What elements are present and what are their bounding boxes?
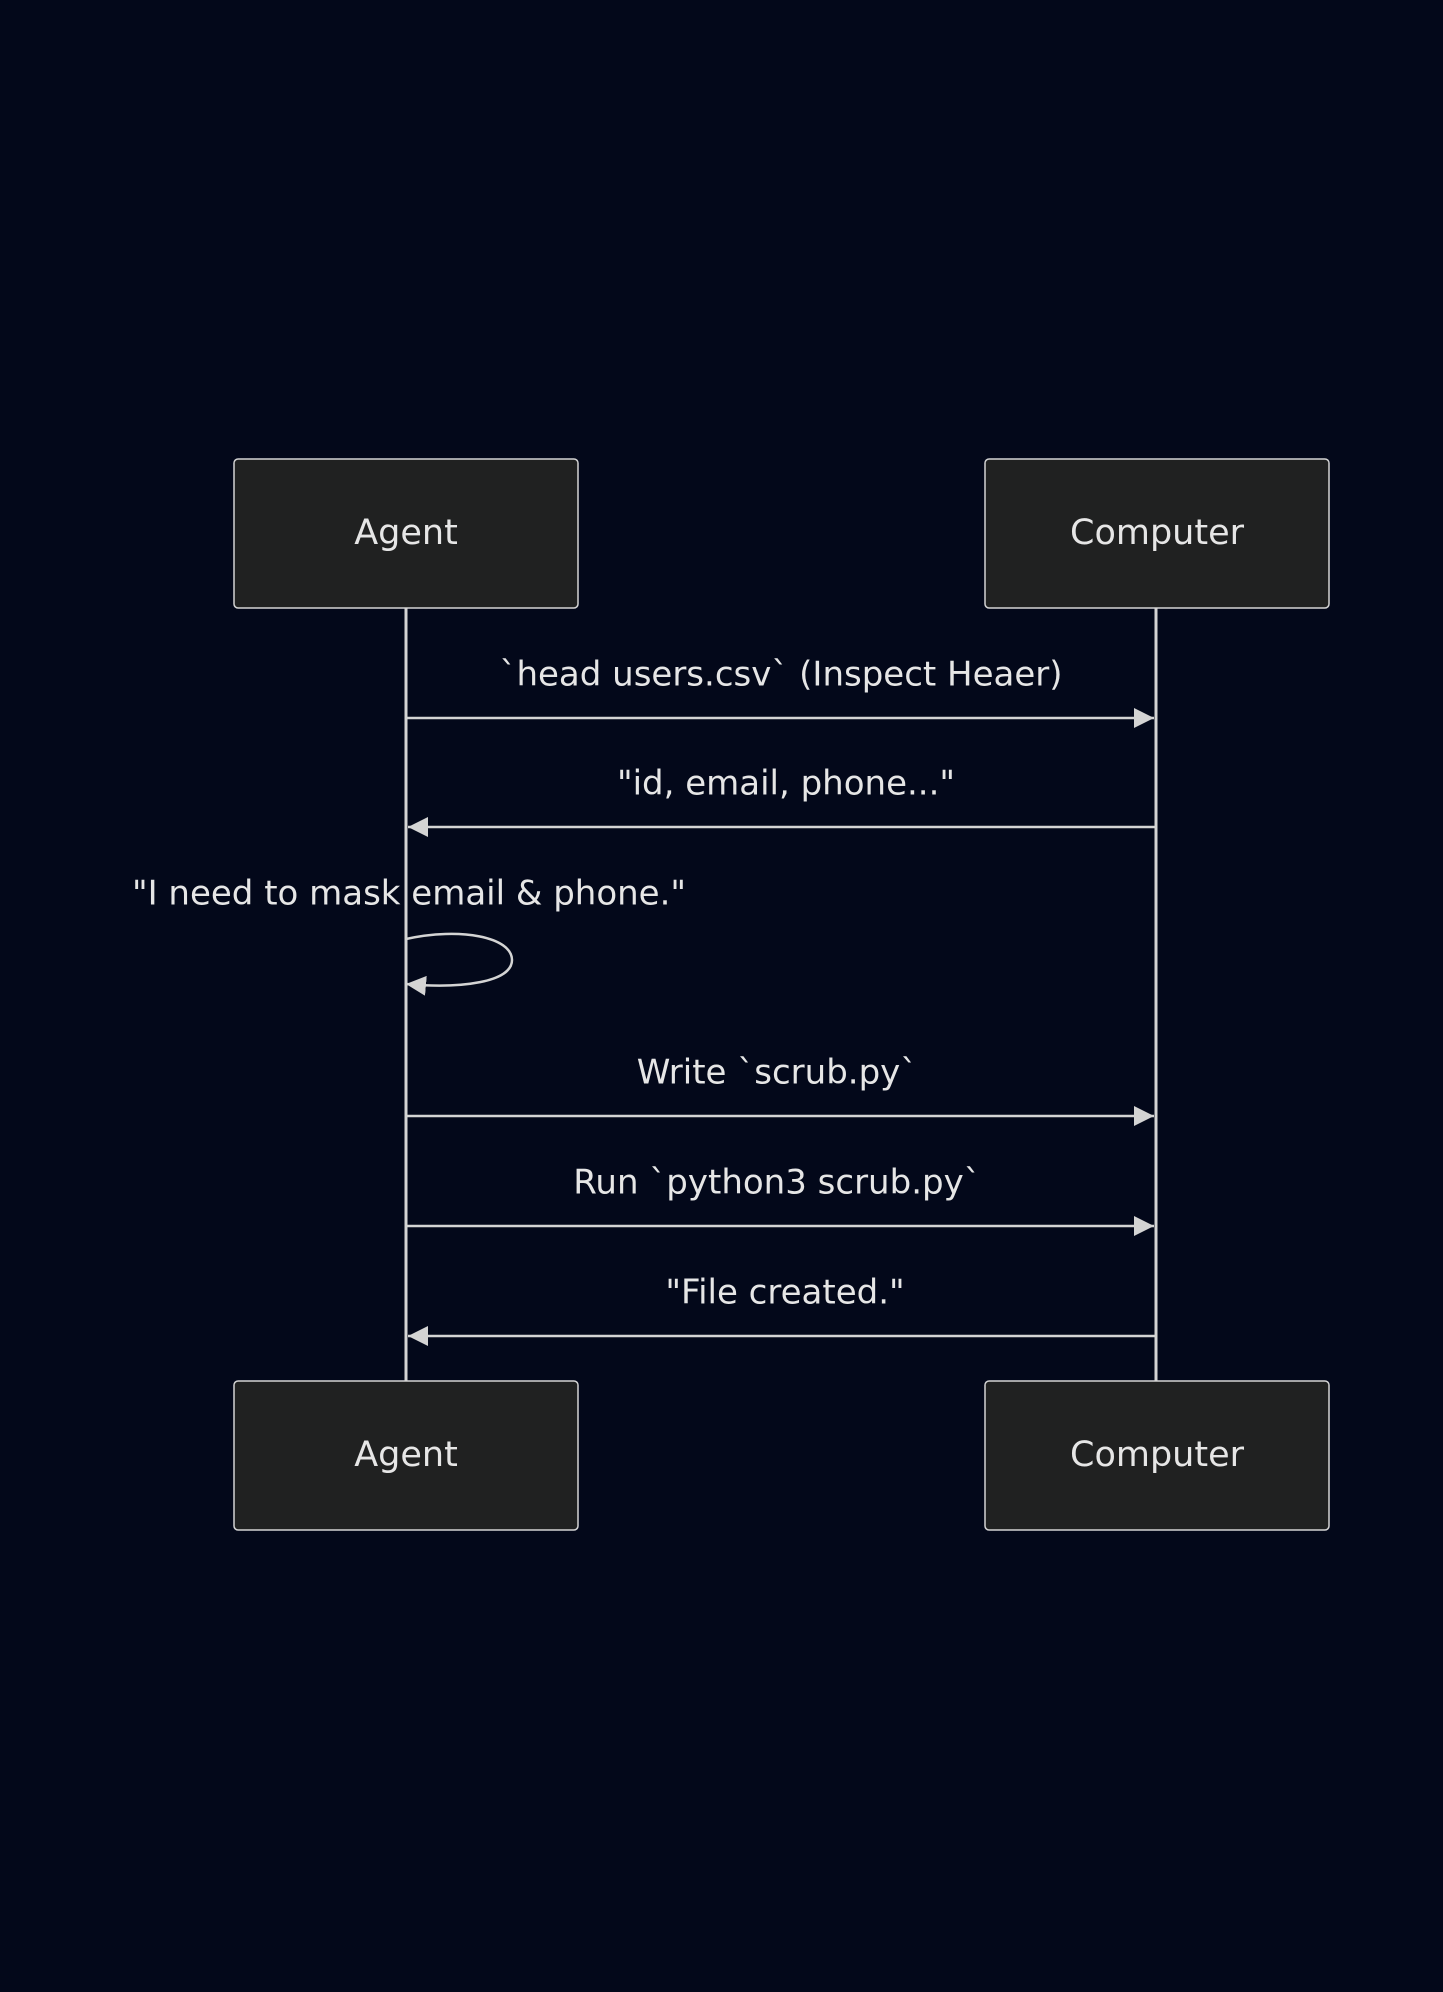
message-1: `head users.csv` (Inspect Heaer) bbox=[406, 655, 1154, 728]
actor-computer-top-label: Computer bbox=[1070, 513, 1245, 553]
message-5: Run `python3 scrub.py` bbox=[406, 1163, 1154, 1236]
message-3-label: "I need to mask email & phone." bbox=[132, 874, 686, 914]
actor-computer-top: Computer bbox=[984, 458, 1330, 609]
message-3-arrow bbox=[405, 932, 514, 996]
actor-agent-top-label: Agent bbox=[354, 513, 458, 553]
message-3-self: "I need to mask email & phone." bbox=[132, 874, 686, 996]
message-2-label: "id, email, phone..." bbox=[617, 764, 955, 804]
actor-agent-bottom-label: Agent bbox=[354, 1435, 458, 1475]
message-4-label: Write `scrub.py` bbox=[637, 1053, 918, 1093]
message-6-label: "File created." bbox=[665, 1273, 904, 1313]
actor-agent-bottom: Agent bbox=[233, 1380, 579, 1531]
actor-agent-top: Agent bbox=[233, 458, 579, 609]
actor-computer-bottom-label: Computer bbox=[1070, 1435, 1245, 1475]
message-4: Write `scrub.py` bbox=[406, 1053, 1154, 1126]
actor-computer-bottom: Computer bbox=[984, 1380, 1330, 1531]
message-5-label: Run `python3 scrub.py` bbox=[573, 1163, 980, 1203]
message-2: "id, email, phone..." bbox=[408, 764, 1156, 837]
message-1-label: `head users.csv` (Inspect Heaer) bbox=[499, 655, 1062, 695]
message-6: "File created." bbox=[408, 1273, 1156, 1346]
